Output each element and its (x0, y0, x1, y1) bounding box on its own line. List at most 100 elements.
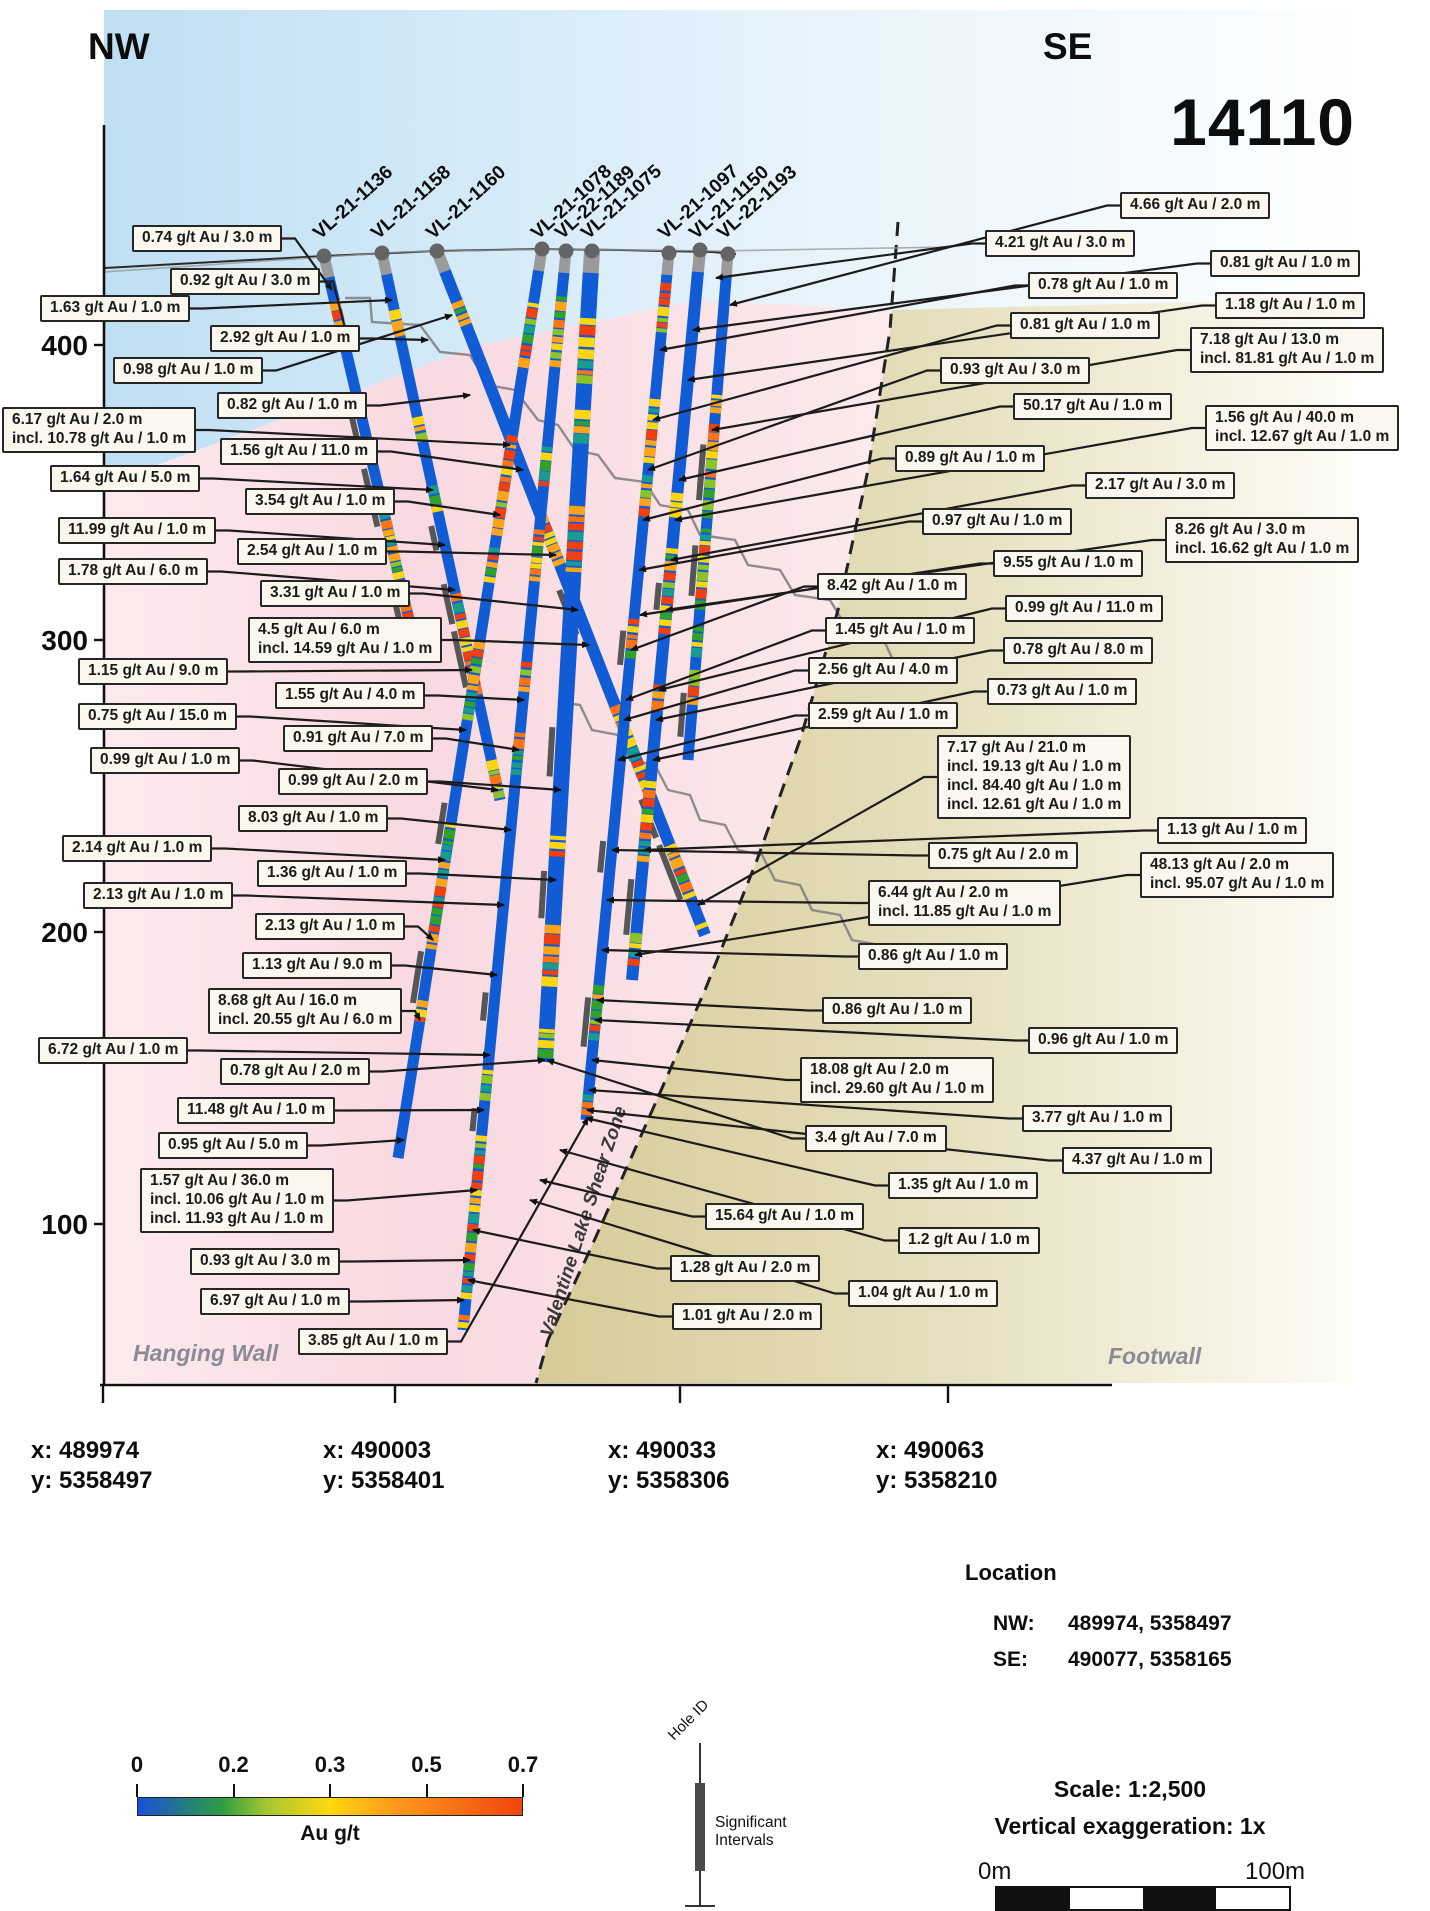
leader-line (387, 550, 557, 559)
shear-zone-boundary (534, 221, 900, 1384)
vertical-exaggeration-text: Vertical exaggeration: 1x (994, 1813, 1266, 1839)
leader-line (263, 313, 453, 372)
y-axis-tick-label: 400 (41, 330, 88, 361)
colorbar-tick (329, 1784, 331, 1797)
interval-label: 4.21 g/t Au / 3.0 m (985, 230, 1136, 257)
interval-label: 4.66 g/t Au / 2.0 m (1120, 192, 1271, 219)
interval-label: 0.78 g/t Au / 2.0 m (220, 1058, 371, 1085)
leader-line (425, 694, 525, 704)
leader-line (591, 1057, 800, 1082)
interval-label: 1.28 g/t Au / 2.0 m (670, 1255, 821, 1282)
leader-line (642, 457, 895, 522)
interval-label: 1.63 g/t Au / 1.0 m (40, 295, 191, 322)
interval-label: 0.98 g/t Au / 1.0 m (113, 357, 264, 384)
leader-line (212, 847, 446, 864)
interval-label: 0.82 g/t Au / 1.0 m (217, 392, 368, 419)
leader-line (711, 348, 1190, 433)
interval-label: 1.36 g/t Au / 1.0 m (257, 860, 408, 887)
colorbar-tick (136, 1784, 138, 1797)
collar-dot (534, 241, 550, 257)
leader-line (729, 204, 1120, 307)
interval-label: 1.55 g/t Au / 4.0 m (275, 682, 426, 709)
leader-line (350, 1296, 465, 1304)
leader-line (596, 996, 822, 1012)
leader-line (360, 336, 429, 344)
leader-line (546, 1058, 805, 1140)
geology-contact-line (557, 700, 881, 947)
leader-line (367, 392, 471, 407)
interval-label: 8.42 g/t Au / 1.0 m (817, 573, 968, 600)
interval-label: 0.78 g/t Au / 8.0 m (1003, 637, 1154, 664)
scalebar-segment (1216, 1888, 1289, 1909)
interval-label: 2.59 g/t Au / 1.0 m (808, 702, 959, 729)
interval-label: 0.81 g/t Au / 1.0 m (1010, 312, 1161, 339)
leader-line (659, 284, 1028, 353)
interval-label: 1.13 g/t Au / 9.0 m (242, 952, 393, 979)
leader-line (188, 1049, 491, 1059)
interval-label: 0.81 g/t Au / 1.0 m (1210, 250, 1361, 277)
x-axis-coordinate: y: 5358306 (608, 1467, 729, 1494)
interval-label: 0.74 g/t Au / 3.0 m (132, 225, 283, 252)
colorbar-tick (425, 1784, 428, 1797)
leader-line (606, 896, 868, 905)
location-block: Location NW: 489974, 5358497 SE: 490077,… (965, 1560, 1232, 1671)
leader-line (405, 925, 434, 941)
x-axis-coordinate: y: 5358210 (876, 1467, 997, 1494)
interval-label: 1.18 g/t Au / 1.0 m (1215, 292, 1366, 319)
significant-interval-sample (695, 1783, 705, 1871)
interval-label: 3.77 g/t Au / 1.0 m (1022, 1105, 1173, 1132)
interval-label: 1.64 g/t Au / 5.0 m (50, 465, 201, 492)
colorbar-tick (522, 1784, 524, 1797)
leader-line (539, 1178, 705, 1218)
leader-line (670, 484, 1085, 563)
scalebar (995, 1886, 1291, 1911)
y-axis-tick-label: 200 (41, 917, 88, 948)
collar-dot (558, 243, 574, 259)
leader-line (190, 296, 393, 310)
leader-line (647, 369, 940, 472)
scalebar-segment (1143, 1888, 1216, 1909)
colorbar-gradient (137, 1797, 523, 1816)
interval-label: 2.54 g/t Au / 1.0 m (237, 538, 388, 565)
interval-label: 3.85 g/t Au / 1.0 m (298, 1328, 449, 1355)
interval-label: 0.96 g/t Au / 1.0 m (1028, 1027, 1179, 1054)
scalebar-left-label: 0m (978, 1858, 1012, 1885)
interval-label: 1.2 g/t Au / 1.0 m (898, 1227, 1040, 1254)
leader-line (228, 666, 473, 674)
interval-label: 0.95 g/t Au / 5.0 m (158, 1132, 309, 1159)
leader-line (407, 872, 557, 884)
leader-line (601, 946, 858, 958)
y-axis-tick-label: 100 (41, 1209, 88, 1240)
collar-dot (316, 248, 332, 264)
leader-line (652, 690, 987, 762)
x-axis-coordinate: x: 489974 (31, 1437, 140, 1464)
interval-label: 1.78 g/t Au / 6.0 m (58, 558, 209, 585)
leader-line (529, 1198, 848, 1295)
interval-label: 2.14 g/t Au / 1.0 m (62, 835, 213, 862)
leader-line (611, 846, 928, 857)
footwall-label: Footwall (1108, 1343, 1202, 1369)
interval-label: 1.45 g/t Au / 1.0 m (825, 617, 976, 644)
colorbar-tick-label: 0.5 (411, 1752, 442, 1777)
interval-label: 1.35 g/t Au / 1.0 m (888, 1172, 1039, 1199)
leader-line (586, 1107, 1062, 1162)
leader-line (233, 894, 505, 909)
leader-line (335, 1106, 485, 1114)
interval-label: 0.97 g/t Au / 1.0 m (922, 508, 1073, 535)
colorbar-caption: Au g/t (300, 1822, 360, 1845)
leader-line (630, 585, 817, 652)
interval-label: 2.56 g/t Au / 4.0 m (808, 657, 959, 684)
section-id-title: 14110 (1170, 85, 1355, 159)
leader-line (658, 607, 1005, 692)
leader-line (448, 1117, 589, 1343)
leader-line (643, 829, 1157, 854)
leader-line (334, 1187, 478, 1202)
leader-line (617, 714, 808, 762)
x-axis-coordinate: x: 490003 (323, 1437, 431, 1464)
